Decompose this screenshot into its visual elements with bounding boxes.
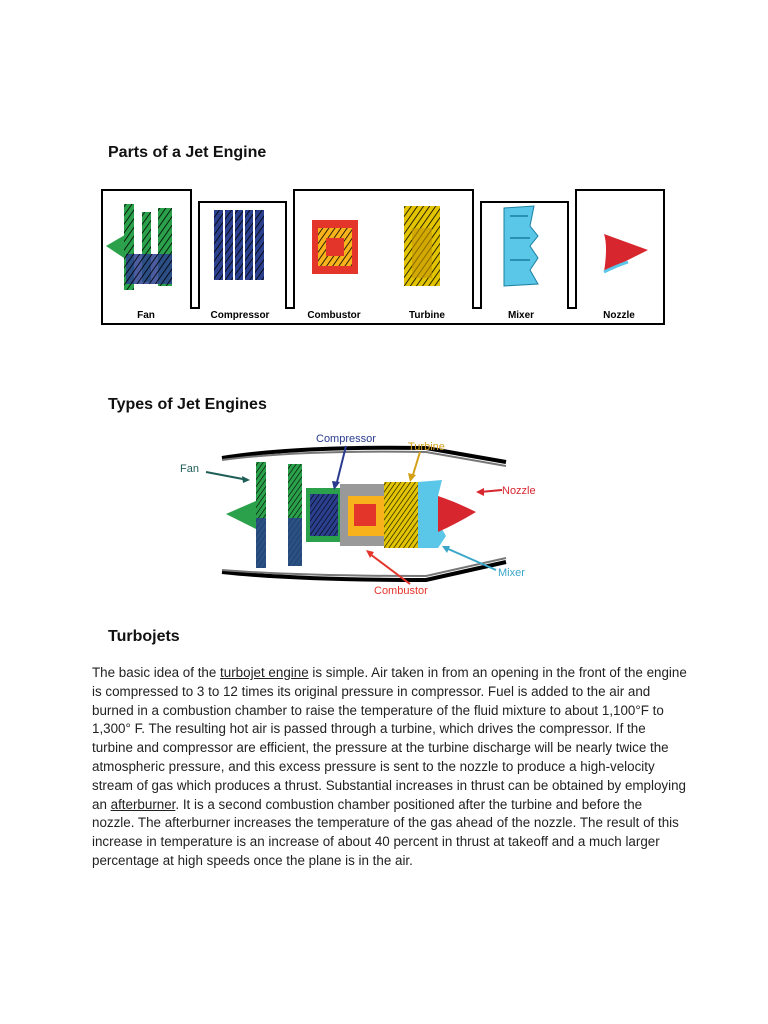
part-label-turbine: Turbine <box>409 310 445 321</box>
nozzle-icon <box>603 234 648 274</box>
part-label-nozzle: Nozzle <box>603 310 635 321</box>
types-heading: Types of Jet Engines <box>108 396 267 413</box>
callout-turbine: Turbine <box>408 441 445 453</box>
callout-compressor: Compressor <box>316 433 376 445</box>
mixer-icon <box>503 205 539 287</box>
callout-combustor: Combustor <box>374 585 428 597</box>
jet-engine-diagram: Fan Compressor Turbine Nozzle Mixer Comb… <box>180 433 536 597</box>
paragraph-text-1: The basic idea of the <box>92 665 221 680</box>
turbine-icon <box>404 206 440 286</box>
part-label-compressor: Compressor <box>211 310 270 321</box>
part-label-mixer: Mixer <box>508 310 534 321</box>
part-label-fan: Fan <box>137 310 155 321</box>
turbojets-heading: Turbojets <box>108 628 180 645</box>
afterburner-link[interactable]: afterburner <box>110 796 176 812</box>
callout-mixer: Mixer <box>498 567 525 579</box>
callout-fan: Fan <box>180 463 199 475</box>
fan-icon <box>106 204 172 290</box>
part-label-combustor: Combustor <box>307 310 360 321</box>
callout-nozzle: Nozzle <box>502 485 536 497</box>
parts-heading: Parts of a Jet Engine <box>108 144 267 161</box>
paragraph-text-2: is simple. Air taken in from an opening … <box>92 665 687 812</box>
parts-outline <box>101 189 665 325</box>
turbojets-paragraph: The basic idea of the turbojet engine is… <box>92 664 688 871</box>
turbojet-engine-link[interactable]: turbojet engine <box>220 665 309 680</box>
parts-diagram: Fan Compressor Combustor Turbine Mixer N… <box>101 189 665 325</box>
combustor-icon <box>312 220 358 274</box>
paragraph-text-3: . It is a second combustion chamber posi… <box>92 796 679 868</box>
compressor-icon <box>214 210 264 280</box>
